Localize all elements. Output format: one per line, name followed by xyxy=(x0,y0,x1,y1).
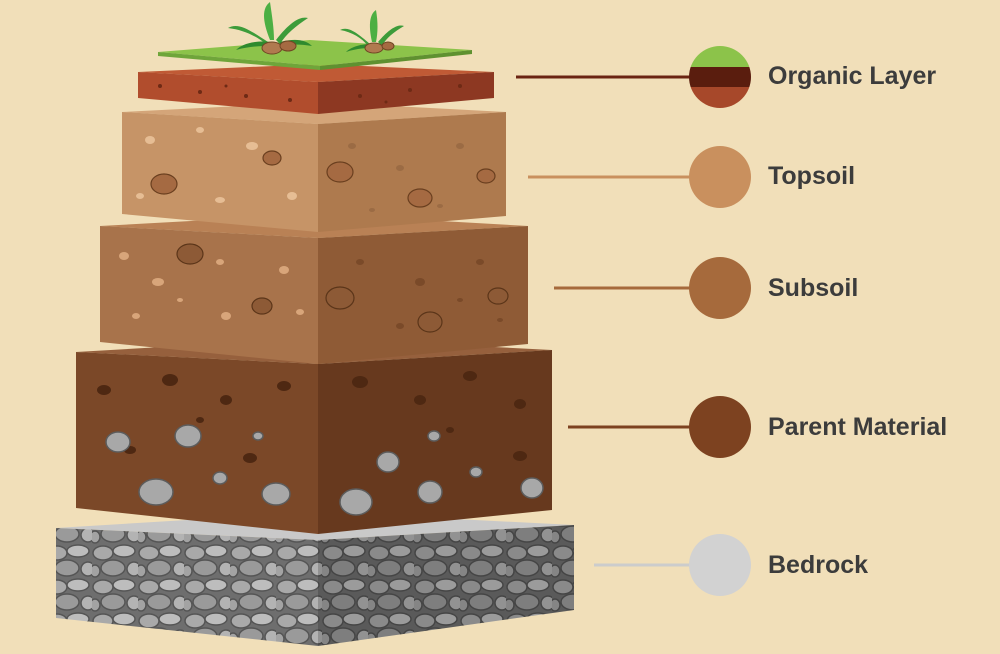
grass-top-face xyxy=(158,40,472,66)
organic-layer-marker xyxy=(689,46,751,108)
topsoil-marker xyxy=(689,146,751,208)
parent-material-side-face xyxy=(318,350,552,534)
organic-layer-top-face xyxy=(138,64,494,82)
subsoil-front-face xyxy=(100,226,318,364)
grass-surface xyxy=(158,40,472,70)
grass-front-edge xyxy=(158,52,320,70)
topsoil-front-face xyxy=(122,112,318,232)
label-subsoil: Subsoil xyxy=(768,274,859,302)
subsoil-pebbles xyxy=(176,243,509,333)
parent-material-marker xyxy=(689,396,751,458)
legend-parent xyxy=(568,396,751,458)
topsoil-block xyxy=(122,102,506,232)
bedrock-side-shade xyxy=(318,525,574,646)
topsoil-side-face xyxy=(318,112,506,232)
legend-topsoil xyxy=(528,146,751,208)
organic-layer-specks xyxy=(158,84,462,104)
legend-bedrock xyxy=(594,534,751,596)
label-topsoil: Topsoil xyxy=(768,162,856,190)
label-parent-material: Parent Material xyxy=(768,413,948,441)
parent-material-stones xyxy=(105,424,544,516)
topsoil-pebbles xyxy=(150,150,496,208)
grass-side-edge xyxy=(320,50,472,70)
subsoil-block xyxy=(100,214,528,364)
subsoil-side-face xyxy=(318,226,528,364)
bedrock-front-face xyxy=(56,528,318,646)
topsoil-specks xyxy=(136,127,297,203)
bedrock-marker xyxy=(689,534,751,596)
label-bedrock: Bedrock xyxy=(768,551,869,579)
organic-layer-block xyxy=(138,64,494,114)
parent-material-block xyxy=(76,338,552,534)
subsoil-marker xyxy=(689,257,751,319)
plant-left xyxy=(228,2,312,55)
topsoil-dark-specks xyxy=(348,143,464,212)
bedrock-block xyxy=(56,512,574,646)
subsoil-specks xyxy=(119,252,304,320)
organic-layer-front-face xyxy=(138,72,318,114)
bedrock-side-face xyxy=(318,525,574,646)
legend-organic xyxy=(516,46,751,108)
subsoil-dark-specks xyxy=(356,259,503,329)
plant-right xyxy=(340,10,404,54)
label-organic-layer: Organic Layer xyxy=(768,62,937,90)
legend-subsoil xyxy=(554,257,751,319)
organic-layer-side-face xyxy=(318,72,494,114)
